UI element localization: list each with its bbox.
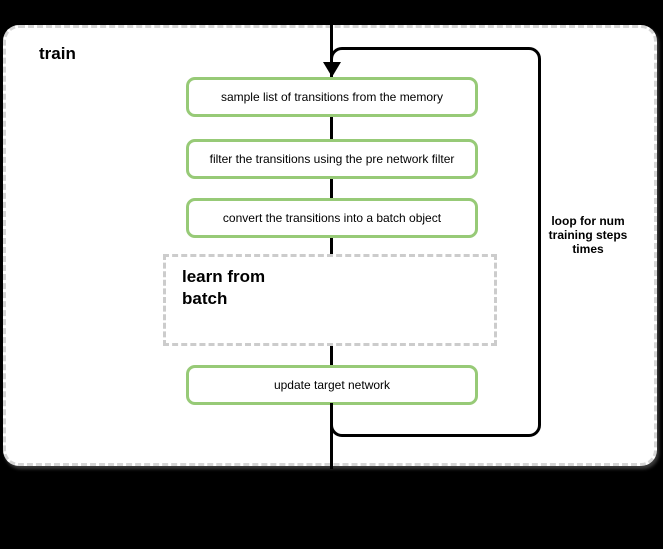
loop-annotation-line: training steps [548, 228, 628, 242]
subprocess-label-line: learn from [182, 267, 266, 286]
train-group-label: train [39, 44, 76, 63]
step-convert-to-batch: convert the transitions into a batch obj… [186, 198, 478, 238]
subprocess-label-line: batch [182, 289, 228, 308]
step-label: convert the transitions into a batch obj… [222, 211, 442, 225]
step-filter-transitions: filter the transitions using the pre net… [186, 139, 478, 179]
loop-annotation: loop for num training steps times [541, 214, 635, 256]
incoming-flow-line [330, 0, 333, 64]
step-update-target-network: update target network [186, 365, 478, 405]
outgoing-flow-line [330, 403, 333, 469]
loop-annotation-line: loop for num [551, 214, 625, 228]
step-label: sample list of transitions from the memo… [220, 90, 444, 104]
loop-annotation-line: times [572, 242, 604, 256]
subprocess-learn-from-batch: learn from batch [163, 254, 497, 346]
step-label: filter the transitions using the pre net… [209, 152, 455, 166]
loop-boundary [330, 47, 541, 437]
step-sample-transitions: sample list of transitions from the memo… [186, 77, 478, 117]
subprocess-label: learn from batch [182, 266, 265, 310]
step-label: update target network [273, 378, 391, 392]
